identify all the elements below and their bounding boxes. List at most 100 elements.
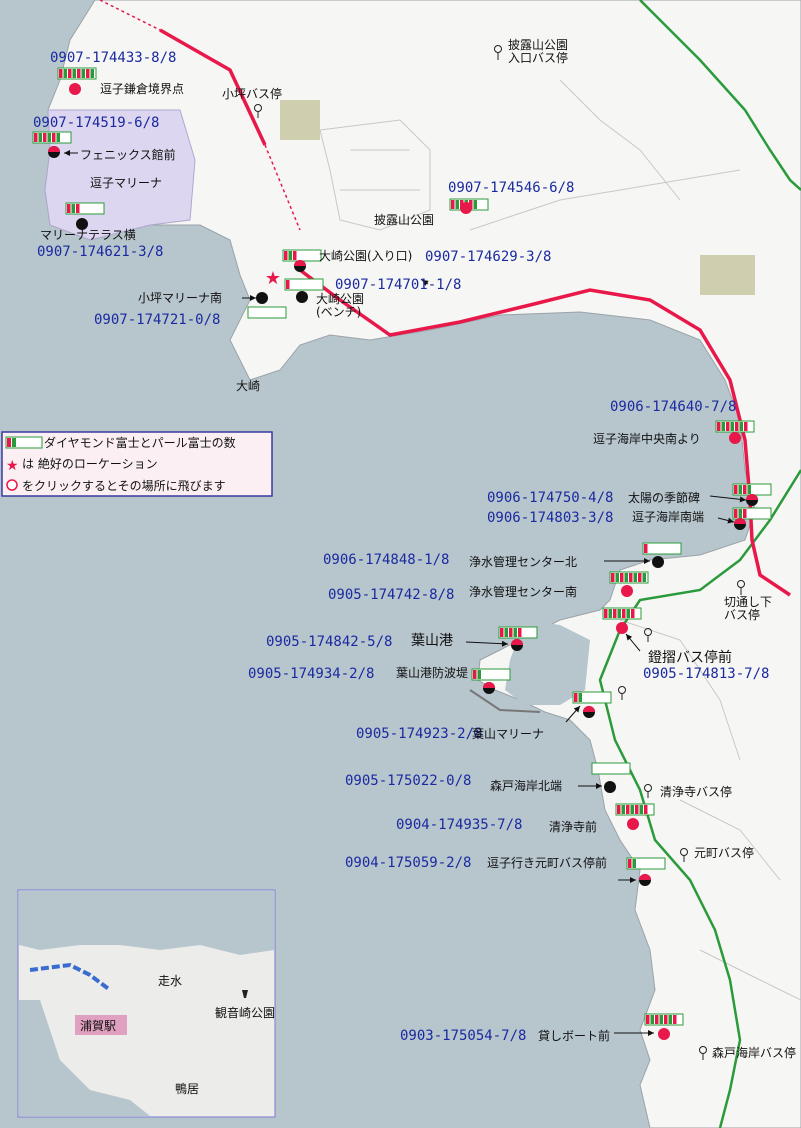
point-marker[interactable]: 0906-174640-7/8 逗子海岸中央南より: [593, 399, 755, 446]
count-bar: [609, 571, 649, 584]
count-bar-segment: [630, 805, 634, 814]
count-bar-segment: [288, 251, 292, 260]
count-bar-frame: [626, 857, 666, 870]
point-code[interactable]: 0905-175022-0/8: [345, 773, 471, 789]
inset-uraga-label: 浦賀駅: [80, 1019, 116, 1033]
red-main-road: [159, 28, 267, 146]
half-circle-icon[interactable]: [583, 706, 595, 718]
point-label: 太陽の季節碑: [628, 490, 700, 505]
count-bar-segment: [509, 628, 513, 637]
point-code[interactable]: 0907-174629-3/8: [425, 249, 551, 265]
point-code[interactable]: 0906-174750-4/8: [487, 490, 613, 506]
red-circle-icon[interactable]: [729, 432, 741, 444]
count-bar: [247, 306, 287, 319]
point-code[interactable]: 0905-174842-5/8: [266, 634, 392, 650]
red-circle-icon[interactable]: [616, 622, 628, 634]
count-bar-segment: [620, 573, 624, 582]
half-circle-icon[interactable]: [483, 682, 495, 694]
black-circle-icon[interactable]: [76, 218, 88, 230]
black-circle-icon[interactable]: [296, 291, 308, 303]
black-circle-icon[interactable]: [256, 292, 268, 304]
red-circle-icon[interactable]: [460, 202, 472, 214]
point-marker[interactable]: 0904-174935-7/8 清浄寺前: [396, 803, 655, 834]
point-marker[interactable]: 0906-174750-4/8 太陽の季節碑: [487, 483, 772, 506]
point-code[interactable]: 0903-175054-7/8: [400, 1028, 526, 1044]
point-code[interactable]: 0904-174935-7/8: [396, 817, 522, 833]
half-circle-icon[interactable]: [746, 494, 758, 506]
point-label: 逗子海岸中央南より: [593, 431, 701, 446]
arrow-head-icon: [644, 558, 650, 564]
count-bar: [498, 626, 538, 639]
point-code[interactable]: 0906-174848-1/8: [323, 552, 449, 568]
count-bar-segment: [721, 422, 725, 431]
half-circle-icon[interactable]: [734, 518, 746, 530]
red-circle-icon[interactable]: [621, 585, 633, 597]
red-circle-icon[interactable]: [658, 1028, 670, 1040]
point-code[interactable]: 0905-174742-8/8: [328, 587, 454, 603]
count-bar-segment: [726, 422, 730, 431]
half-circle-icon[interactable]: [511, 639, 523, 651]
point-code[interactable]: 0904-175059-2/8: [345, 855, 471, 871]
count-bar-segment: [734, 509, 738, 518]
count-bar-segment: [644, 544, 648, 553]
point-label: 浄水管理センター南: [469, 584, 577, 599]
point-marker[interactable]: 0905-174742-8/8 浄水管理センター南: [328, 571, 649, 603]
count-bar: [715, 420, 755, 433]
point-code[interactable]: 0907-174546-6/8: [448, 180, 574, 196]
hayama-harbour: [505, 620, 590, 705]
count-bar-segment: [632, 859, 636, 868]
count-bar-segment: [628, 859, 632, 868]
count-bar-segment: [717, 422, 721, 431]
half-circle-icon[interactable]: [639, 874, 651, 886]
point-code[interactable]: 0906-174803-3/8: [487, 510, 613, 526]
point-code[interactable]: 0907-174433-8/8: [50, 50, 176, 66]
point-code[interactable]: 0907-174519-6/8: [33, 115, 159, 131]
point-code[interactable]: 0905-174923-2/8: [356, 726, 482, 742]
point-code[interactable]: 0906-174640-7/8: [610, 399, 736, 415]
point-label: 清浄寺前: [549, 819, 597, 834]
count-bar-segment: [71, 204, 75, 213]
half-circle-icon[interactable]: [48, 146, 60, 158]
black-circle-icon[interactable]: [652, 556, 664, 568]
count-bar-segment: [621, 805, 625, 814]
point-code[interactable]: 0905-174813-7/8: [643, 666, 769, 682]
point-code[interactable]: 0907-174701-1/8: [335, 277, 461, 293]
count-bar-segment: [455, 200, 459, 209]
coast-land: [44, 0, 801, 1128]
half-circle-icon[interactable]: [294, 260, 306, 272]
count-bar: [602, 607, 642, 620]
inset-hashirimizu-label: 走水: [158, 974, 182, 988]
count-bar-segment: [730, 422, 734, 431]
point-code[interactable]: 0907-174621-3/8: [37, 244, 163, 260]
point-marker[interactable]: 0907-174546-6/8: [448, 180, 574, 214]
point-marker[interactable]: 0903-175054-7/8 貸しボート前: [400, 1013, 684, 1044]
black-circle-icon[interactable]: [604, 781, 616, 793]
count-bar-segment: [744, 422, 748, 431]
point-code[interactable]: 0907-174721-0/8: [94, 312, 220, 328]
count-bar-segment: [72, 69, 76, 78]
count-bar-segment: [626, 805, 630, 814]
label-hiroyama-bus-1: 披露山公園: [508, 38, 568, 52]
red-circle-icon[interactable]: [69, 83, 81, 95]
count-bar-frame: [65, 202, 105, 215]
point-label: 貸しボート前: [538, 1028, 610, 1043]
point-code[interactable]: 0905-174934-2/8: [248, 666, 374, 682]
green-road: [639, 0, 801, 191]
red-circle-icon[interactable]: [627, 818, 639, 830]
